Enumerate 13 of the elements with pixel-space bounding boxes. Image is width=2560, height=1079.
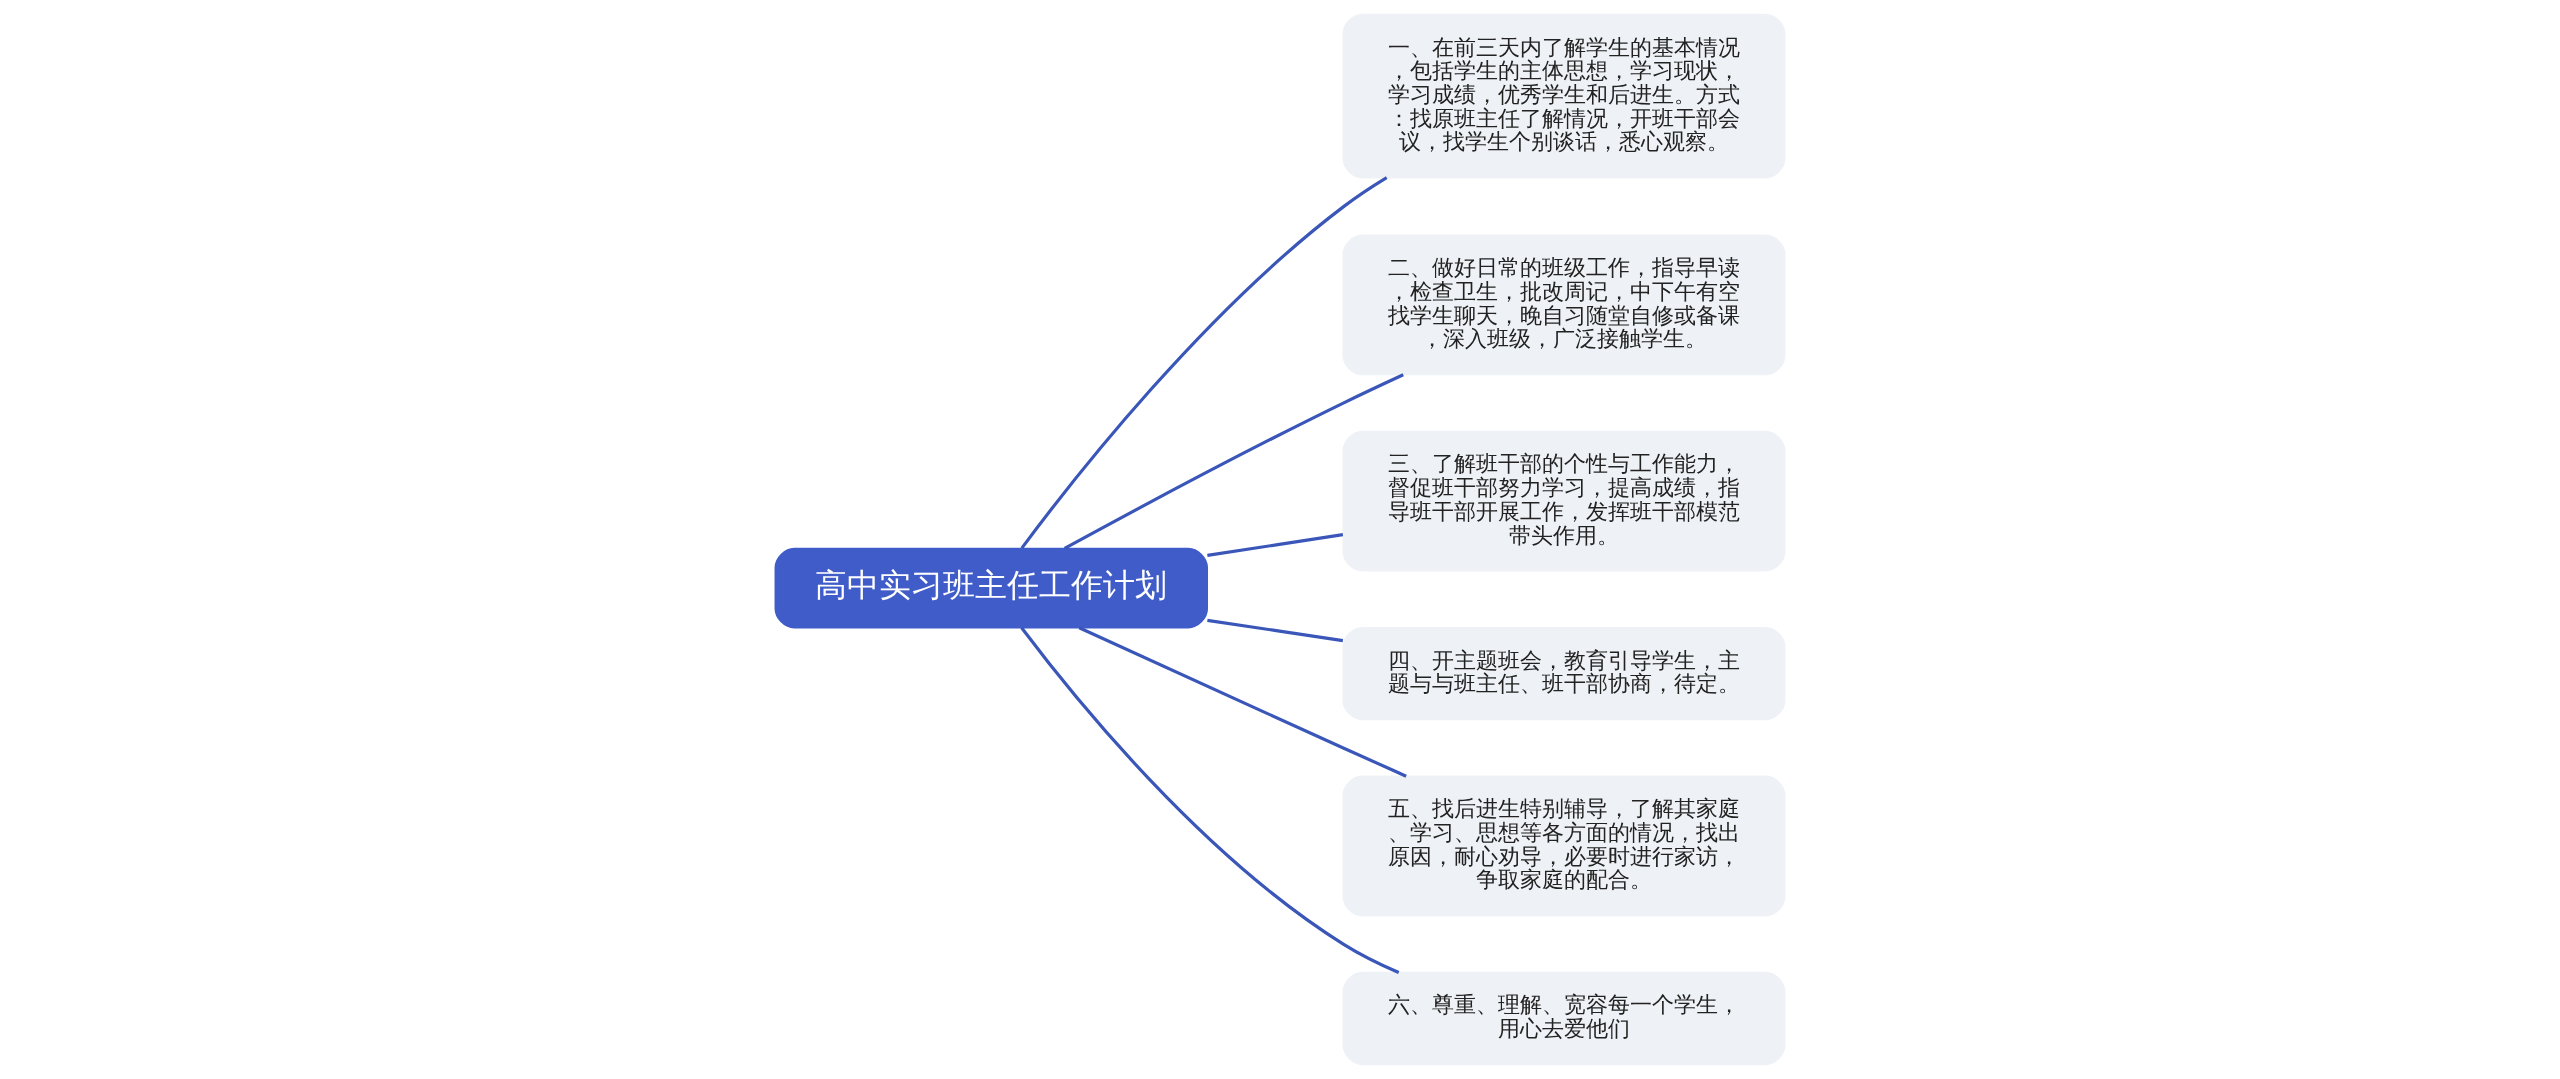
connector	[1207, 533, 1344, 557]
node-box: 四、开主题班会，教育引导学生，主题与与班主任、班干部协商，待定。	[1342, 626, 1786, 721]
node-box: 二、做好日常的班级工作，指导早读，检查卫生，批改周记，中下午有空找学生聊天，晚自习随堂自修或备课，深入班级，广泛接触学生。	[1342, 234, 1786, 376]
connector	[1020, 176, 1388, 550]
connector	[1078, 626, 1407, 778]
node-box: 三、了解班干部的个性与工作能力，督促班干部努力学习，提高成绩，指导班干部开展工作，发挥班干部模范带头作用。	[1342, 430, 1786, 572]
connector	[1207, 618, 1344, 643]
node-box: 高中实习班主任工作计划	[774, 547, 1208, 629]
node-box: 六、尊重、理解、宽容每一个学生，用心去爱他们	[1342, 971, 1786, 1066]
node-box: 五、找后进生特别辅导，了解其家庭、学习、思想等各方面的情况，找出原因，耐心劝导，必要时进行家访，争取家庭的配合。	[1342, 775, 1786, 917]
node-box: 一、在前三天内了解学生的基本情况，包括学生的主体思想，学习现状，学习成绩，优秀学生和后进生。方式：找原班主任了解情况，开班干部会议，找学生个别谈话，悉心观察。	[1342, 13, 1786, 179]
connector	[1020, 626, 1400, 974]
connector	[1063, 373, 1404, 550]
